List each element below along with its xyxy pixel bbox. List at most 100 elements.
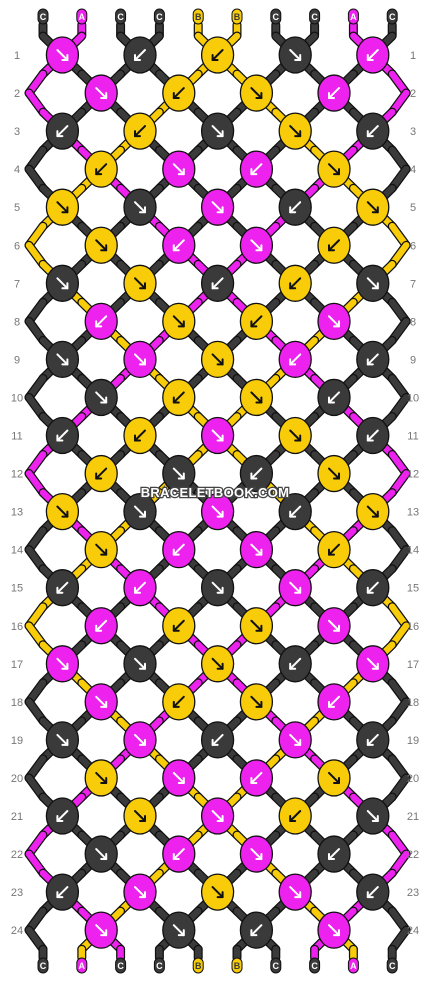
- knot: [123, 264, 157, 302]
- strand-end: [347, 957, 359, 974]
- knot-arrowhead-icon: [139, 662, 146, 670]
- strand-label-bottom: C: [389, 961, 396, 971]
- knot-arrowhead-icon: [250, 776, 258, 784]
- row-number-left: 23: [11, 887, 23, 899]
- row-number-right: 15: [407, 583, 419, 595]
- strand-label-top: C: [311, 12, 318, 22]
- knot-arrow-icon: [328, 315, 340, 328]
- knot: [356, 36, 390, 74]
- knot-arrowhead-icon: [216, 586, 224, 594]
- knot-arrowhead-icon: [366, 130, 374, 138]
- knot-arrow-icon: [56, 125, 69, 138]
- knot-arrowhead-icon: [172, 92, 180, 100]
- knot-arrowhead-icon: [294, 738, 302, 746]
- knot-arrow-icon: [134, 886, 146, 899]
- knot: [45, 188, 80, 226]
- knot-arrow-icon: [95, 87, 108, 100]
- knot: [162, 226, 196, 264]
- knot-arrow-icon: [172, 163, 185, 176]
- knot: [239, 683, 274, 721]
- row-number-left: 1: [14, 50, 20, 62]
- knot: [356, 569, 390, 607]
- knot-arrow-icon: [250, 163, 263, 176]
- knot-arrowhead-icon: [289, 282, 297, 290]
- knot: [317, 378, 351, 417]
- row-number-left: 16: [11, 621, 23, 633]
- knot-arrow-icon: [172, 315, 185, 328]
- row-number-right: 10: [407, 392, 419, 404]
- knot-arrow-icon: [328, 87, 340, 100]
- knot-arrowhead-icon: [255, 624, 263, 632]
- row-number-right: 7: [410, 278, 416, 290]
- knot-arrow-icon: [289, 581, 302, 594]
- knot-arrowhead-icon: [255, 548, 263, 556]
- knot-arrowhead-icon: [294, 891, 302, 899]
- knot-arrow-icon: [56, 886, 69, 899]
- knot-arrowhead-icon: [294, 586, 302, 594]
- row-number-right: 17: [407, 659, 419, 671]
- knot-arrowhead-icon: [100, 396, 108, 404]
- knot-arrow-icon: [134, 49, 146, 61]
- knot-arrowhead-icon: [211, 738, 219, 746]
- knot-arrow-icon: [211, 125, 224, 138]
- knot: [84, 607, 118, 645]
- knot: [162, 150, 196, 188]
- knot-arrow-icon: [134, 125, 146, 138]
- knot: [45, 797, 80, 835]
- knot-arrow-icon: [172, 771, 185, 784]
- row-number-left: 14: [11, 545, 23, 557]
- knot: [123, 873, 157, 911]
- knot-arrowhead-icon: [328, 700, 335, 708]
- knot: [317, 454, 351, 493]
- knot-arrowhead-icon: [100, 929, 108, 937]
- knot-arrow-icon: [172, 87, 185, 100]
- row-number-left: 13: [11, 507, 23, 519]
- knot: [162, 454, 196, 493]
- knot: [278, 873, 312, 911]
- knot-layer: [45, 36, 390, 949]
- knot-arrow-icon: [172, 924, 185, 937]
- knot: [200, 112, 235, 150]
- knot-arrow-icon: [328, 619, 340, 632]
- knot-arrow-icon: [289, 201, 302, 214]
- row-number-left: 19: [11, 735, 23, 747]
- knot-arrow-icon: [211, 505, 224, 518]
- strand-end: [192, 957, 204, 974]
- knot-arrowhead-icon: [100, 92, 108, 100]
- knot: [123, 188, 157, 226]
- knot-arrowhead-icon: [139, 510, 146, 518]
- strand-end: [231, 8, 243, 25]
- knot-arrowhead-icon: [95, 624, 103, 632]
- knot-arrowhead-icon: [172, 244, 180, 252]
- knot-arrow-icon: [172, 543, 185, 556]
- knot-arrow-icon: [328, 467, 340, 480]
- knot-arrowhead-icon: [139, 891, 146, 899]
- row-number-left: 22: [11, 849, 23, 861]
- knot-arrow-icon: [366, 657, 379, 670]
- knot-arrowhead-icon: [255, 396, 263, 404]
- knot-arrowhead-icon: [61, 358, 69, 366]
- knot: [45, 492, 80, 531]
- knot-arrow-icon: [250, 315, 263, 328]
- knot-arrow-icon: [172, 239, 185, 252]
- knot-arrowhead-icon: [371, 206, 379, 214]
- knot-arrowhead-icon: [333, 929, 340, 937]
- knot: [356, 645, 390, 683]
- knot: [356, 797, 390, 835]
- knot-arrowhead-icon: [294, 54, 302, 61]
- strand-label-top: B: [234, 12, 241, 22]
- row-number-right: 5: [410, 202, 416, 214]
- knot: [45, 340, 80, 379]
- knot: [45, 721, 80, 759]
- knot-arrow-icon: [95, 848, 108, 861]
- row-number-right: 6: [410, 240, 416, 252]
- knot-arrow-icon: [289, 353, 302, 366]
- knot-arrow-icon: [56, 810, 69, 822]
- knot-arrow-icon: [134, 201, 146, 214]
- row-number-right: 9: [410, 354, 416, 366]
- knot-arrowhead-icon: [56, 586, 64, 594]
- knot-arrow-icon: [289, 429, 302, 442]
- knot: [162, 74, 196, 112]
- knot: [200, 569, 235, 607]
- strand-label-bottom: C: [273, 961, 280, 971]
